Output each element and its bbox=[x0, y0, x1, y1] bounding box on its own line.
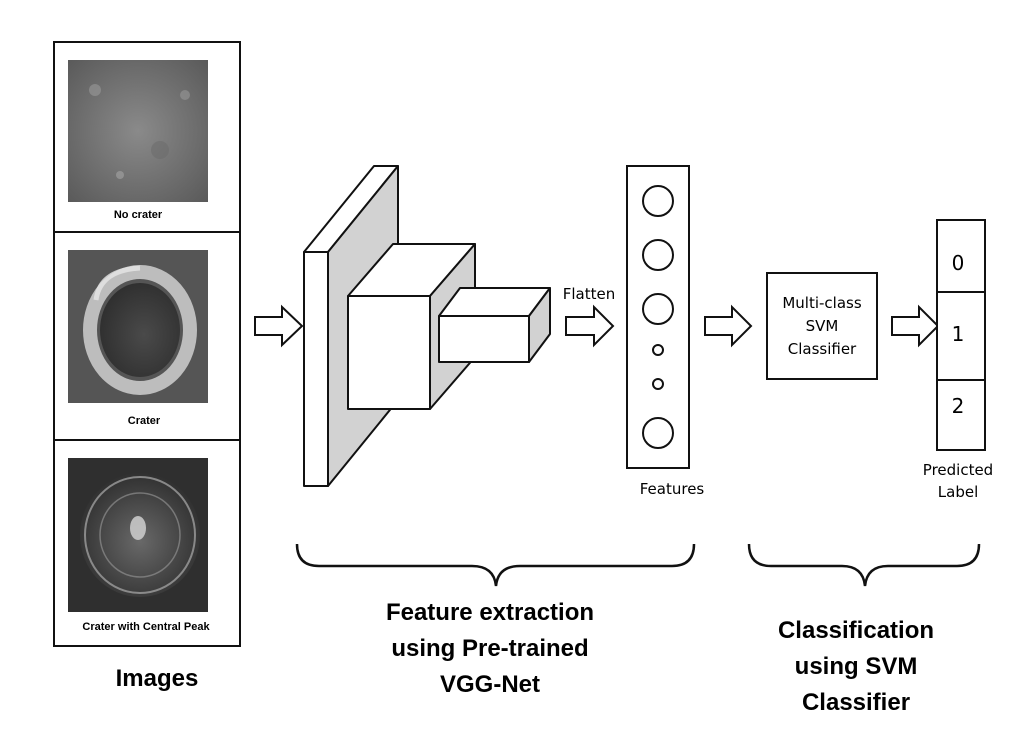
feature-node bbox=[642, 185, 674, 217]
feature-node bbox=[642, 293, 674, 325]
predicted-label-line-2: Label bbox=[938, 483, 978, 501]
feature-extraction-caption-line-1: Feature extraction bbox=[386, 599, 594, 626]
arrow-icons bbox=[254, 304, 940, 348]
feature-node bbox=[642, 239, 674, 271]
classification-caption-line-3: Classifier bbox=[802, 689, 910, 716]
predicted-label-line-1: Predicted bbox=[923, 461, 993, 479]
svm-line-1: Multi-class bbox=[782, 294, 861, 312]
predicted-label-column: 0 1 2 bbox=[936, 219, 986, 451]
classification-caption-line-2: using SVM bbox=[795, 653, 918, 680]
feature-ellipsis-dot bbox=[652, 378, 664, 390]
no-crater-image bbox=[68, 60, 208, 202]
feature-extraction-caption-line-2: using Pre-trained bbox=[391, 635, 588, 662]
crater-caption: Crater bbox=[128, 415, 161, 427]
crater-image bbox=[68, 250, 208, 403]
classification-brace bbox=[747, 543, 981, 587]
arrow-right-icon bbox=[565, 304, 615, 348]
classification-caption-line-1: Classification bbox=[778, 617, 934, 644]
vgg-net-blocks bbox=[303, 165, 551, 487]
svm-classifier-box: Multi-class SVM Classifier bbox=[766, 272, 878, 380]
svm-line-3: Classifier bbox=[788, 340, 857, 358]
predicted-value-0: 0 bbox=[952, 251, 965, 275]
features-label: Features bbox=[640, 480, 705, 498]
images-title: Images bbox=[116, 665, 199, 692]
svm-line-2: SVM bbox=[806, 317, 839, 335]
arrow-right-icon bbox=[704, 304, 753, 348]
feature-vector bbox=[626, 165, 690, 469]
arrow-right-icon bbox=[254, 304, 304, 348]
feature-ellipsis-dot bbox=[652, 344, 664, 356]
predicted-value-2: 2 bbox=[952, 394, 965, 418]
crater-with-central-peak-caption: Crater with Central Peak bbox=[82, 621, 210, 633]
crater-with-central-peak-image bbox=[68, 458, 208, 612]
feature-extraction-brace bbox=[295, 543, 696, 587]
no-crater-caption: No crater bbox=[114, 209, 163, 221]
images-panel: No crater Crater Crater with Central Pea… bbox=[53, 41, 241, 647]
feature-node bbox=[642, 417, 674, 449]
feature-extraction-caption-line-3: VGG-Net bbox=[440, 671, 540, 698]
flatten-label: Flatten bbox=[563, 285, 616, 303]
predicted-value-1: 1 bbox=[952, 322, 965, 346]
arrow-right-icon bbox=[891, 304, 940, 348]
